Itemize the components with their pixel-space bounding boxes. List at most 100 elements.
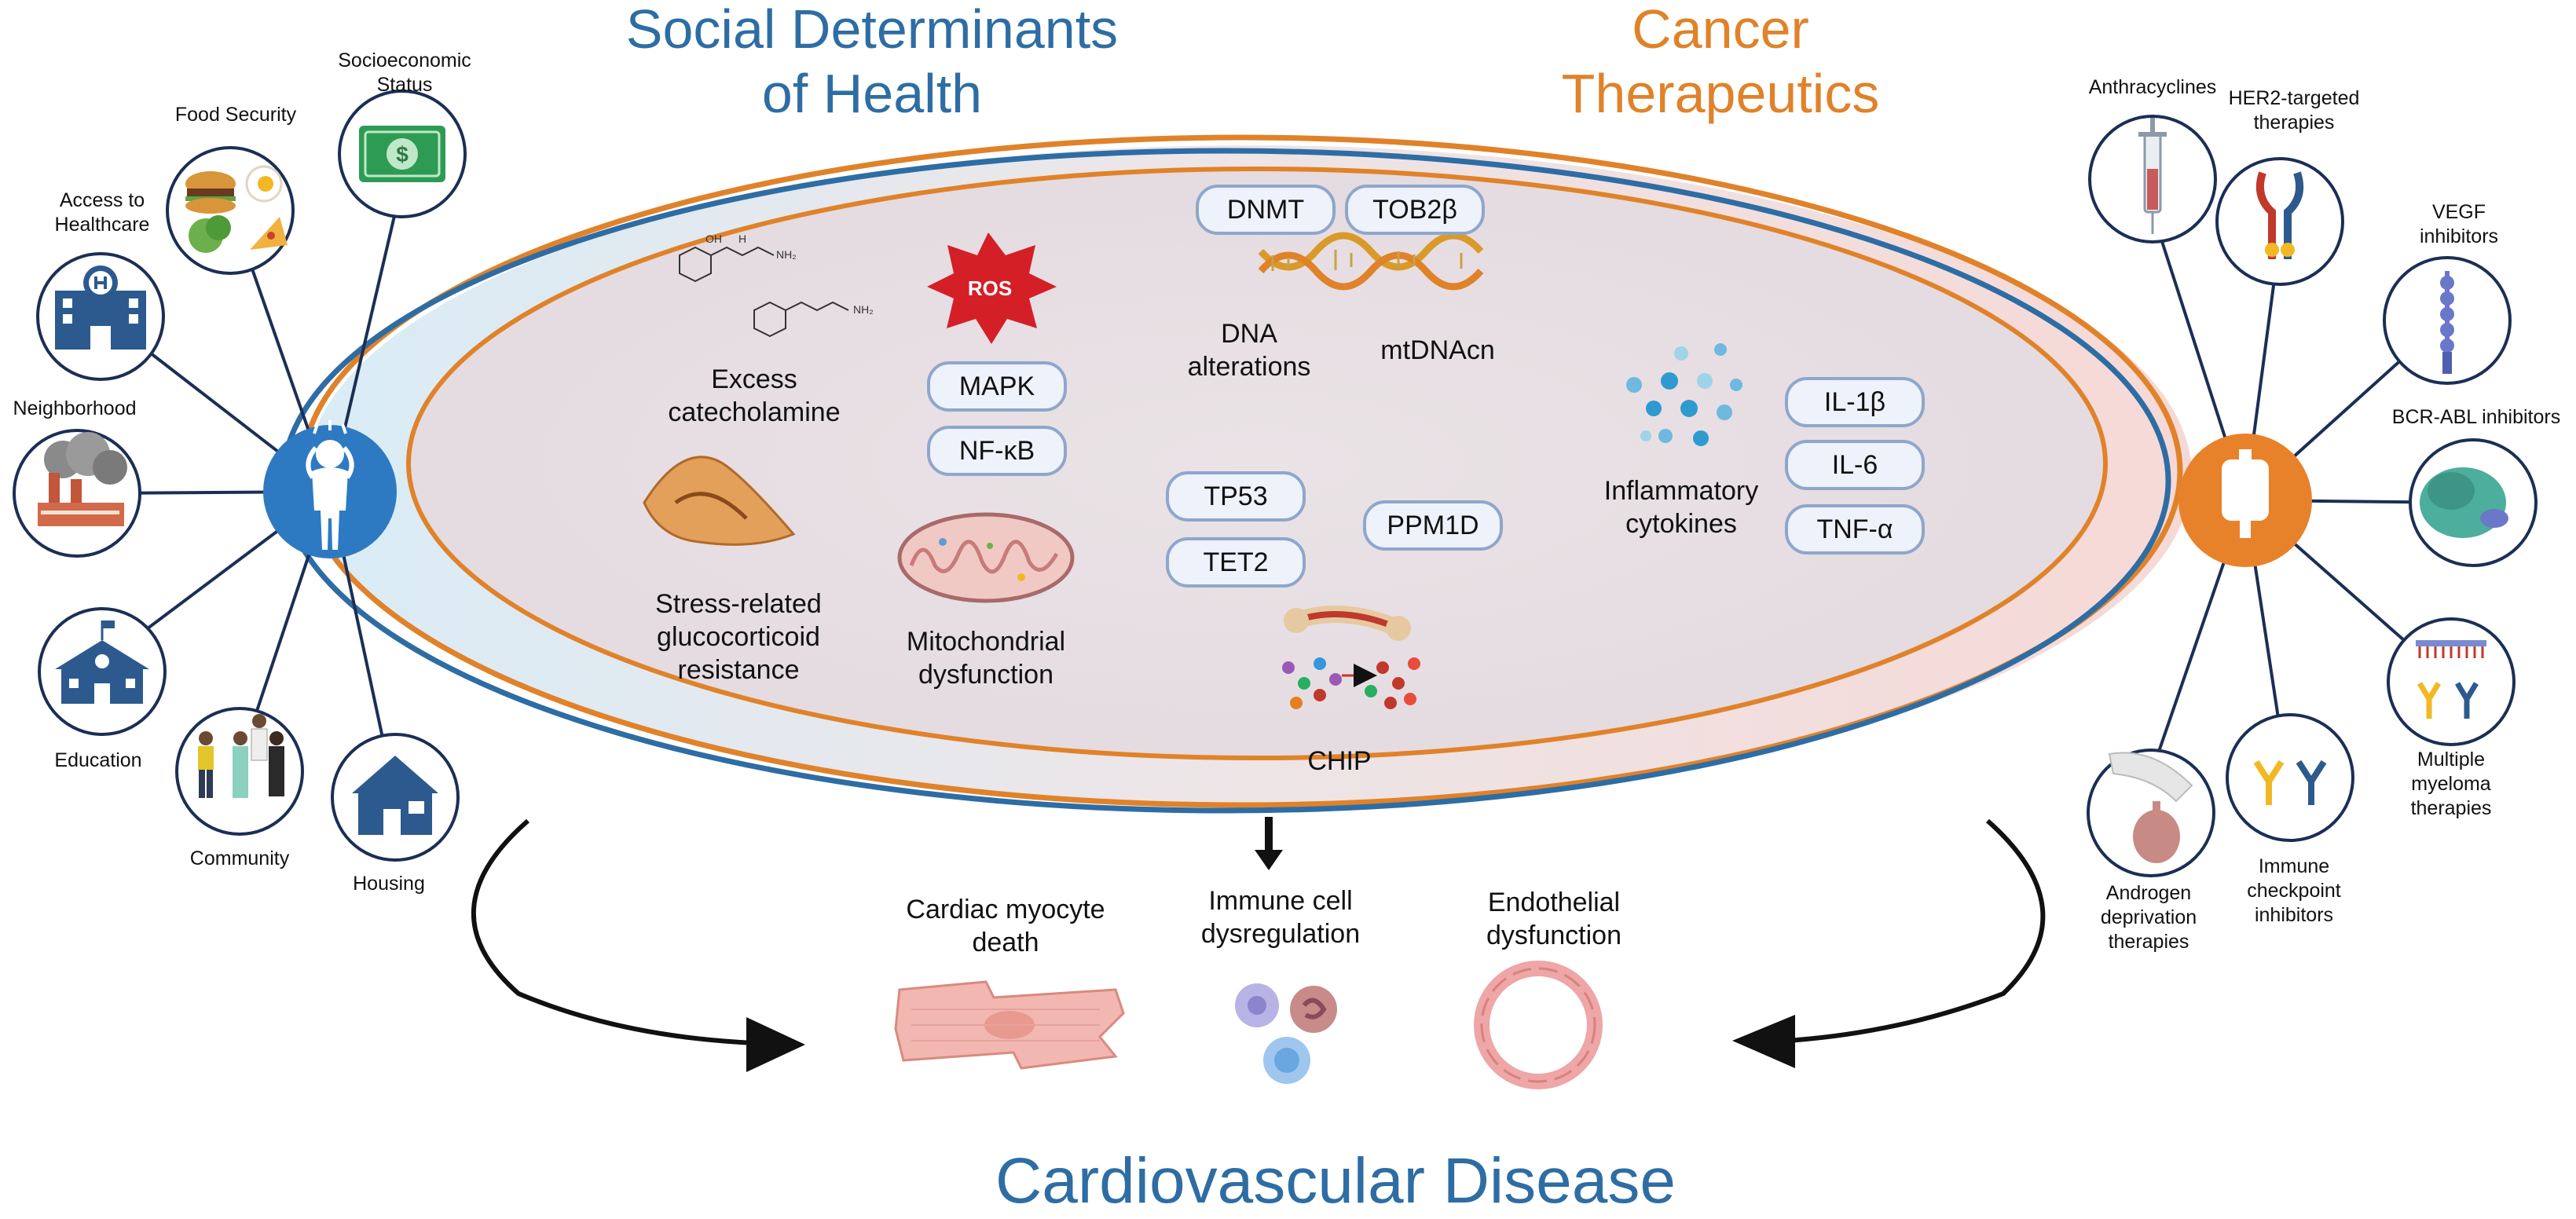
molecule-nh2-label-2: NH₂: [853, 303, 874, 316]
chip-label: CHIP: [1307, 746, 1372, 776]
socioeconomic-label: Socioeconomic Status: [310, 49, 499, 97]
pill-mapk: MAPK: [927, 361, 1067, 412]
mitochondrial-label: Mitochondrial dysfunction: [868, 625, 1104, 691]
endothelium-vessel-icon: [1474, 961, 1603, 1089]
right-curved-arrow: [1732, 818, 2046, 1068]
immune-dysregulation-label: Immune cell dysregulation: [1155, 884, 1406, 950]
vegf-receptor-icon: [2440, 271, 2454, 374]
immune-label-line1: Immune cell: [1208, 886, 1353, 916]
anthracyclines-label: Anthracyclines: [2088, 76, 2217, 98]
checkpoint-label-line3: inhibitors: [2254, 904, 2334, 926]
central-down-arrow: [1255, 817, 1283, 870]
molecule-nh2-label: NH₂: [776, 248, 797, 261]
endothelial-dysfunction-label: Endothelial dysfunction: [1428, 886, 1680, 952]
checkpoint-label-line2: checkpoint: [2247, 880, 2341, 902]
cvd-title: Cardiovascular Disease: [995, 1145, 1676, 1217]
socioeconomic-label-line2: Status: [376, 74, 433, 96]
cytokine-particles-icon: [1626, 343, 1742, 446]
vegf-label-line1: VEGF: [2431, 201, 2486, 223]
glucocorticoid-label-line3: resistance: [677, 655, 800, 685]
healthcare-label-line1: Access to: [59, 189, 145, 211]
cardiac-myocyte-icon: [894, 980, 1125, 1070]
pill-il6: IL-6: [1785, 440, 1925, 490]
dna-alterations-label-line1: DNA: [1221, 319, 1277, 349]
people-icon: [198, 714, 284, 798]
catecholamine-label: Excess catecholamine: [636, 363, 872, 429]
food-security-label: Food Security: [174, 104, 297, 126]
dna-alterations-label: DNA alterations: [1147, 317, 1351, 383]
checkpoint-label-line1: Immune: [2258, 855, 2330, 877]
immune-cells-icon: [1235, 983, 1337, 1084]
glucocorticoid-label-line1: Stress-related: [655, 589, 822, 619]
mitochondrion-icon: [897, 512, 1075, 603]
iv-bag-icon: [2178, 434, 2312, 567]
pill-tet2: TET2: [1166, 537, 1306, 588]
housing-label: Housing: [353, 873, 425, 895]
socioeconomic-label-line1: Socioeconomic: [338, 49, 471, 71]
dna-helix-icon: [1258, 232, 1484, 291]
cardiac-myocyte-label: Cardiac myocyte death: [880, 893, 1131, 959]
pill-il1b: IL-1β: [1785, 377, 1925, 427]
molecule-oh-label: OH: [705, 232, 722, 245]
pill-tnfa: TNF-α: [1785, 504, 1925, 555]
vegf-label-line2: inhibitors: [2419, 225, 2499, 247]
bispecific-antibody-icon: [2416, 640, 2486, 719]
left-curved-arrow: [471, 818, 805, 1072]
house-icon: [352, 756, 438, 835]
her2-label-line1: HER2-targeted: [2228, 87, 2360, 109]
inflammatory-label-line1: Inflammatory: [1603, 476, 1759, 506]
androgen-label-line2: deprivation: [2100, 906, 2197, 928]
cancer-title-line1: Cancer: [1632, 0, 1809, 60]
ros-label: ROS: [967, 276, 1013, 300]
her2-receptor-icon: [2256, 171, 2303, 259]
dna-alterations-label-line2: alterations: [1187, 352, 1311, 382]
mitochondrial-label-line1: Mitochondrial: [906, 627, 1066, 657]
adrenal-gland-icon: [643, 456, 796, 546]
mtdnacn-label: mtDNAcn: [1380, 335, 1495, 365]
mitochondrial-label-line2: dysfunction: [918, 660, 1053, 690]
cardiac-myocyte-label-line1: Cardiac myocyte: [906, 895, 1105, 924]
ros-burst-icon: [927, 232, 1057, 344]
vegf-label: VEGF inhibitors: [2380, 200, 2538, 249]
sdoh-title-line2: of Health: [761, 63, 983, 124]
hospital-icon: [55, 265, 146, 350]
prostate-icon: [2108, 752, 2193, 863]
kinase-protein-icon: [2420, 467, 2508, 538]
catecholamine-label-line2: catecholamine: [668, 397, 841, 427]
cardiac-myocyte-label-line2: death: [972, 928, 1039, 957]
pill-tp53: TP53: [1166, 471, 1306, 522]
pill-ppm1d: PPM1D: [1363, 500, 1503, 551]
factory-pollution-icon: [38, 432, 127, 526]
healthcare-label: Access to Healthcare: [24, 189, 181, 237]
school-icon: [55, 620, 149, 704]
glucocorticoid-label-line2: glucocorticoid: [657, 622, 820, 652]
myeloma-label-line1: Multiple: [2417, 749, 2486, 771]
sdoh-title-line1: Social Determinants: [625, 0, 1119, 60]
pill-tob2b: TOB2β: [1345, 185, 1485, 235]
education-label: Education: [54, 749, 142, 771]
pill-nfkb: NF-κB: [927, 426, 1067, 476]
community-label: Community: [189, 847, 290, 869]
catecholamine-label-line1: Excess: [711, 364, 797, 394]
chip-bone-marrow-icon: [1282, 606, 1420, 709]
bcr-abl-label: BCR-ABL inhibitors: [2391, 406, 2561, 428]
endothelial-label-line2: dysfunction: [1486, 921, 1621, 950]
androgen-label-line1: Androgen: [2105, 882, 2192, 904]
myeloma-label-line3: therapies: [2410, 797, 2492, 819]
neighborhood-label: Neighborhood: [13, 397, 137, 419]
cancer-title: Cancer Therapeutics: [1446, 0, 1995, 126]
person-stress-icon: [263, 420, 397, 558]
her2-label: HER2-targeted therapies: [2208, 86, 2380, 135]
antibody-icon: [2253, 760, 2327, 805]
androgen-label: Androgen deprivation therapies: [2074, 881, 2223, 954]
pill-dnmt: DNMT: [1196, 185, 1336, 235]
myeloma-label-line2: myeloma: [2411, 773, 2491, 795]
sdoh-title: Social Determinants of Health: [597, 0, 1147, 126]
inflammatory-cytokines-label: Inflammatory cytokines: [1579, 474, 1783, 540]
inflammatory-label-line2: cytokines: [1625, 509, 1737, 539]
myeloma-label: Multiple myeloma therapies: [2373, 748, 2530, 821]
catecholamine-molecule-icon: [679, 246, 849, 338]
her2-label-line2: therapies: [2253, 112, 2335, 134]
androgen-label-line3: therapies: [2108, 931, 2189, 953]
